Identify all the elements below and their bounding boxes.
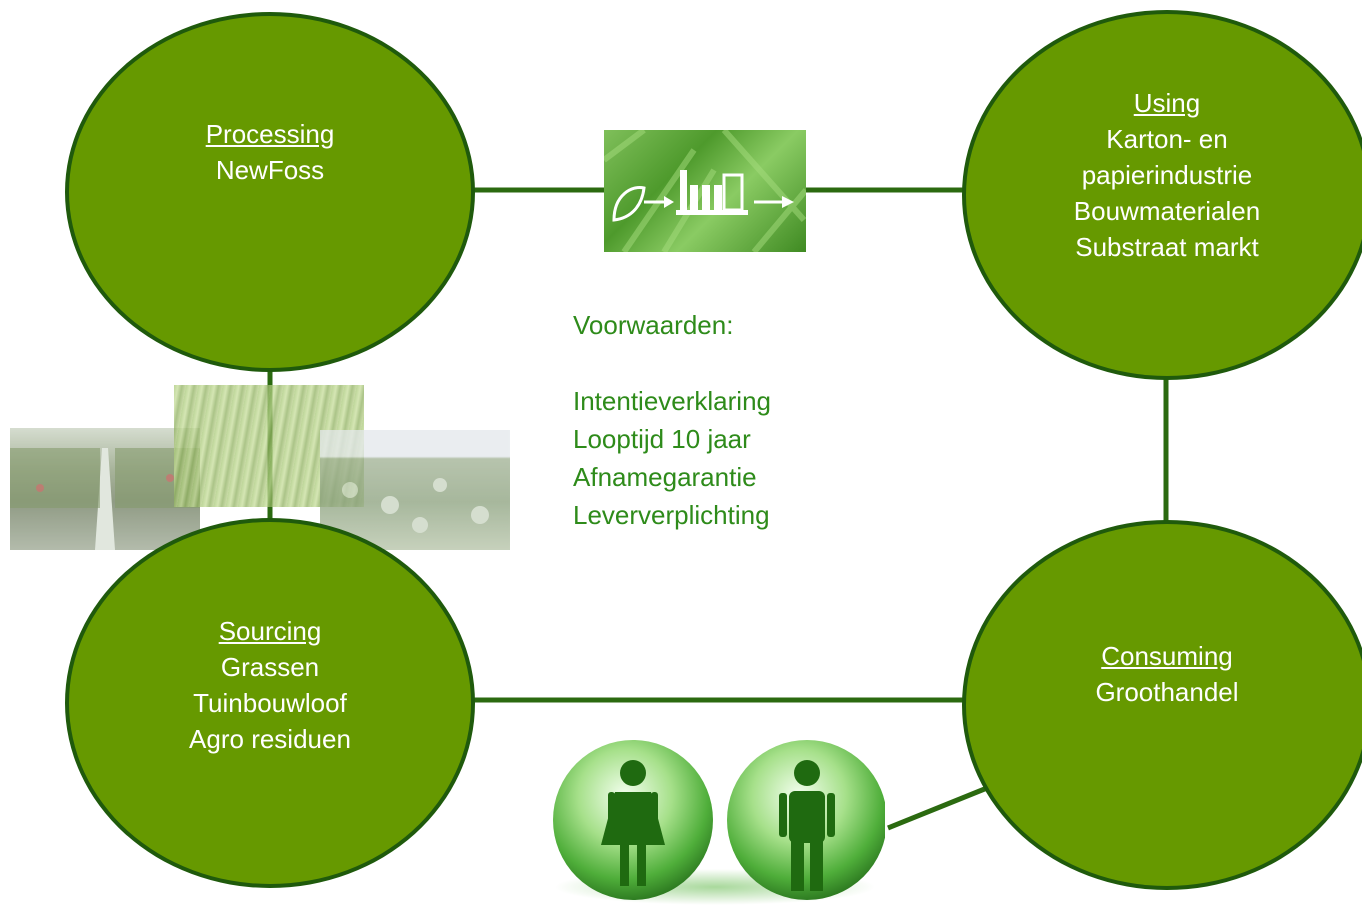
processing-line: NewFoss [215, 155, 325, 185]
sourcing-node: Sourcing Grassen Tuinbouwloof Agro resid… [65, 518, 475, 888]
conditions-list: Intentieverklaring Looptijd 10 jaar Afna… [573, 382, 771, 534]
condition-item: Leververplichting [573, 500, 770, 530]
condition-item: Intentieverklaring [573, 386, 771, 416]
woman-bubble-icon [553, 740, 713, 900]
leaf-to-factory-icon [604, 130, 806, 252]
consumer-icons [545, 737, 887, 907]
using-line: Bouwmaterialen [1073, 196, 1261, 226]
using-title: Using [1133, 88, 1201, 118]
conditions-block: Voorwaarden: Intentieverklaring Looptijd… [573, 306, 771, 534]
consuming-line: Groothandel [1095, 677, 1239, 707]
processing-node: Processing NewFoss [65, 12, 475, 372]
sourcing-line: Tuinbouwloof [193, 688, 347, 718]
connector-consumers [887, 783, 993, 831]
using-line: Substraat markt [1075, 232, 1259, 262]
condition-item: Looptijd 10 jaar [573, 424, 751, 454]
processing-title: Processing [205, 119, 335, 149]
using-line: papierindustrie [1081, 160, 1253, 190]
using-line: Karton- en [1106, 124, 1228, 154]
leaf-to-factory-banner [604, 130, 806, 252]
sourcing-line: Grassen [220, 652, 320, 682]
crop-field-photo [320, 430, 510, 550]
man-bubble-icon [727, 740, 887, 900]
sourcing-line: Agro residuen [189, 724, 351, 754]
conditions-heading: Voorwaarden: [573, 310, 734, 340]
consuming-node: Consuming Groothandel [962, 520, 1362, 890]
using-node: Using Karton- en papierindustrie Bouwmat… [962, 10, 1362, 380]
condition-item: Afnamegarantie [573, 462, 757, 492]
sourcing-title: Sourcing [218, 616, 322, 646]
consuming-title: Consuming [1101, 641, 1233, 671]
greenhouse-photo [10, 428, 200, 550]
